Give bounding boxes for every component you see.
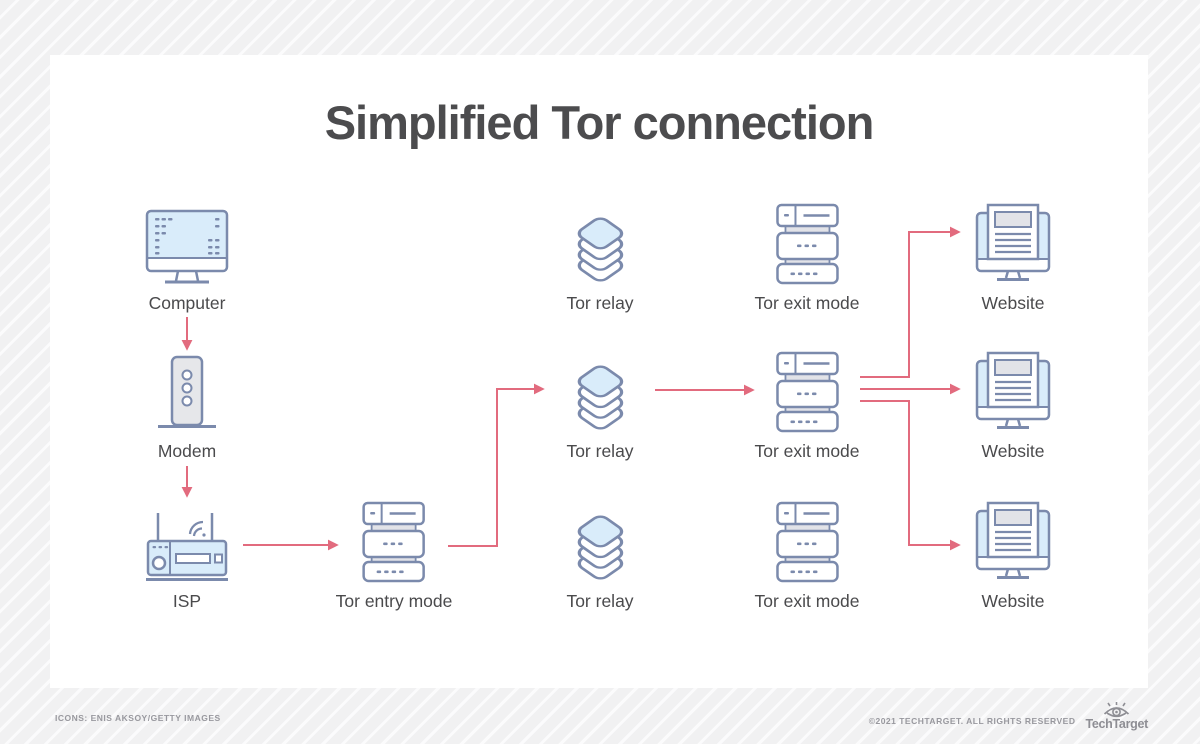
node-label: ISP xyxy=(172,591,202,611)
website-monitor-icon xyxy=(975,201,1051,285)
website-monitor-icon xyxy=(975,499,1051,583)
techtarget-logo: TechTarget xyxy=(1085,701,1148,731)
node-tor-relay-top: Tor relay xyxy=(566,201,634,314)
copyright-text: ©2021 TECHTARGET. ALL RIGHTS RESERVED xyxy=(868,715,1076,726)
node-label: Tor relay xyxy=(566,293,634,313)
node-isp: ISP xyxy=(146,499,228,612)
eye-icon xyxy=(1104,702,1130,718)
node-label: Website xyxy=(981,591,1045,611)
node-label: Tor entry mode xyxy=(335,591,453,611)
layers-icon xyxy=(570,201,630,285)
node-label: Website xyxy=(981,441,1045,461)
node-website-top: Website xyxy=(975,201,1051,314)
node-tor-exit-mid: Tor exit mode xyxy=(754,349,860,462)
modem-icon xyxy=(156,349,218,433)
icon-credits: ICONS: ENIS AKSOY/GETTY IMAGES xyxy=(55,713,221,723)
node-modem: Modem xyxy=(156,349,218,462)
website-monitor-icon xyxy=(975,349,1051,433)
server-stack-icon xyxy=(775,499,839,583)
brand-wordmark: TechTarget xyxy=(1085,717,1148,731)
node-label: Website xyxy=(981,293,1045,313)
computer-icon xyxy=(145,201,229,285)
layers-icon xyxy=(570,349,630,433)
node-tor-relay-bot: Tor relay xyxy=(566,499,634,612)
node-label: Tor relay xyxy=(566,441,634,461)
page-title: Simplified Tor connection xyxy=(324,96,875,149)
node-label: Tor exit mode xyxy=(754,591,860,611)
node-tor-relay-mid: Tor relay xyxy=(566,349,634,462)
router-icon xyxy=(146,499,228,583)
server-stack-icon xyxy=(362,499,426,583)
node-computer: Computer xyxy=(145,201,229,314)
node-website-bot: Website xyxy=(975,499,1051,612)
node-label: Tor exit mode xyxy=(754,441,860,461)
node-label: Computer xyxy=(148,293,226,313)
node-label: Modem xyxy=(157,441,217,461)
server-stack-icon xyxy=(775,201,839,285)
node-label: Tor exit mode xyxy=(754,293,860,313)
node-tor-entry: Tor entry mode xyxy=(335,499,453,612)
server-stack-icon xyxy=(775,349,839,433)
footer-right: ©2021 TECHTARGET. ALL RIGHTS RESERVED Te… xyxy=(869,701,1148,731)
node-label: Tor relay xyxy=(566,591,634,611)
node-tor-exit-bot: Tor exit mode xyxy=(754,499,860,612)
node-tor-exit-top: Tor exit mode xyxy=(754,201,860,314)
node-website-mid: Website xyxy=(975,349,1051,462)
layers-icon xyxy=(570,499,630,583)
